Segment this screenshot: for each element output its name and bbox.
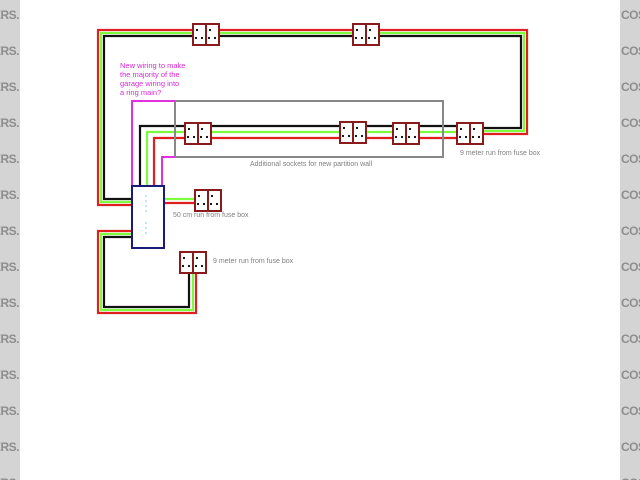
watermark-text: COST bbox=[621, 260, 640, 274]
watermark-text: COST bbox=[621, 116, 640, 130]
lower-run-cable bbox=[96, 229, 198, 315]
outer-run-label: 9 meter run from fuse box bbox=[460, 150, 541, 157]
watermark-text: COST bbox=[621, 224, 640, 238]
lower-run-label: 9 meter run from fuse box bbox=[213, 258, 294, 265]
watermark-text: DERS. bbox=[0, 224, 20, 238]
double-socket bbox=[339, 121, 367, 144]
double-socket bbox=[192, 23, 220, 46]
note-line: New wiring to make bbox=[120, 61, 186, 70]
watermark-text: DERS. bbox=[0, 8, 20, 22]
watermark-strip-right: COST COST COST COST COST COST COST COST COST COST… bbox=[620, 0, 640, 480]
watermark-text: DERS. bbox=[0, 296, 20, 310]
new-wiring-note: New wiring to make the majority of the g… bbox=[120, 61, 185, 97]
watermark-text: DERS. bbox=[0, 440, 20, 454]
watermark-text: DERS. bbox=[0, 368, 20, 382]
watermark-text: COST bbox=[621, 368, 640, 382]
watermark-text: COST bbox=[621, 8, 640, 22]
watermark-text: DERS. bbox=[0, 404, 20, 418]
watermark-text: COST bbox=[621, 152, 640, 166]
double-socket bbox=[179, 251, 207, 274]
watermark-text: COST bbox=[621, 476, 640, 480]
watermark-text: DERS. bbox=[0, 44, 20, 58]
short-run-cable bbox=[164, 197, 195, 205]
double-socket bbox=[194, 189, 222, 212]
watermark-text: DERS. bbox=[0, 152, 20, 166]
watermark-text: COST bbox=[621, 404, 640, 418]
watermark-text: DERS. bbox=[0, 476, 20, 480]
watermark-text: COST bbox=[621, 296, 640, 310]
double-socket bbox=[456, 122, 484, 145]
new-wiring-outline bbox=[131, 100, 175, 186]
short-run-label: 50 cm run from fuse box bbox=[173, 212, 249, 219]
double-socket bbox=[352, 23, 380, 46]
partition-label: Additional sockets for new partition wal… bbox=[250, 161, 373, 168]
note-line: garage wiring into bbox=[120, 79, 180, 88]
double-socket bbox=[184, 122, 212, 145]
watermark-text: COST bbox=[621, 440, 640, 454]
fuse-box bbox=[131, 185, 165, 249]
watermark-text: DERS. bbox=[0, 116, 20, 130]
watermark-text: DERS. bbox=[0, 188, 20, 202]
note-line: the majority of the bbox=[120, 70, 180, 79]
note-line: a ring main? bbox=[120, 88, 162, 97]
watermark-text: COST bbox=[621, 44, 640, 58]
double-socket bbox=[392, 122, 420, 145]
outer-ring-cable bbox=[96, 28, 529, 207]
watermark-text: COST bbox=[621, 188, 640, 202]
watermark-text: DERS. bbox=[0, 80, 20, 94]
watermark-text: DERS. bbox=[0, 260, 20, 274]
watermark-text: COST bbox=[621, 80, 640, 94]
watermark-strip-left: DERS. DERS. DERS. DERS. DERS. DERS. DERS. DERS.… bbox=[0, 0, 20, 480]
watermark-text: DERS. bbox=[0, 332, 20, 346]
partition-wall-outline bbox=[174, 100, 444, 158]
watermark-text: COST bbox=[621, 332, 640, 346]
